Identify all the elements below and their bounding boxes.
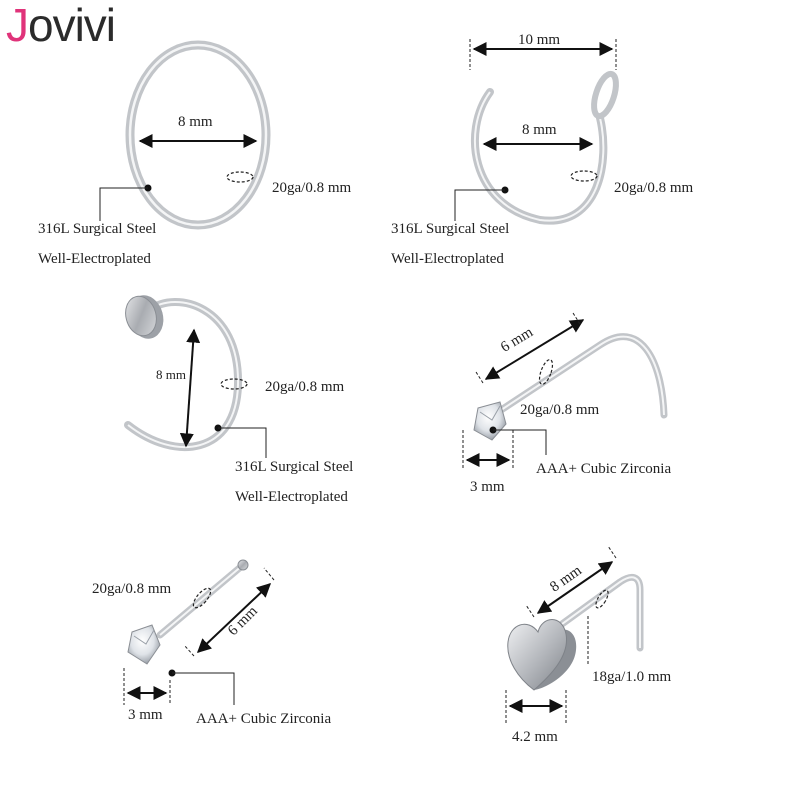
gauge-marker bbox=[220, 378, 248, 390]
c-hoop-disc bbox=[125, 295, 157, 337]
hoop-loop-eye bbox=[591, 70, 619, 120]
nose-bone-stone-label: AAA+ Cubic Zirconia bbox=[196, 711, 332, 727]
c-hoop-item bbox=[124, 295, 267, 458]
heart-l-gauge-label: 18ga/1.0 mm bbox=[592, 669, 672, 685]
stone-leader bbox=[493, 429, 547, 455]
hoop-material-label: 316L Surgical Steel bbox=[38, 221, 157, 237]
hoop-loop-diameter-label: 8 mm bbox=[522, 122, 557, 138]
nose-bone-gauge-label: 20ga/0.8 mm bbox=[92, 581, 172, 597]
hoop-diameter-label: 8 mm bbox=[178, 114, 213, 130]
nose-screw-item bbox=[462, 312, 668, 470]
c-hoop-finish-label: Well-Electroplated bbox=[235, 489, 348, 505]
brand-logo-initial: J bbox=[6, 0, 29, 51]
nose-bone-ball bbox=[237, 559, 249, 571]
nose-screw-stone-size-label: 3 mm bbox=[470, 479, 505, 495]
c-hoop-diameter-arrow bbox=[179, 328, 201, 448]
hoop-loop-item bbox=[454, 39, 619, 225]
c-hoop-material-label: 316L Surgical Steel bbox=[235, 459, 354, 475]
hoop-finish-label: Well-Electroplated bbox=[38, 251, 151, 267]
heart-l-item bbox=[505, 545, 644, 725]
heart-l-length-arrow bbox=[536, 561, 614, 614]
hoop-loop-width-label: 10 mm bbox=[518, 32, 561, 48]
material-leader bbox=[218, 427, 267, 458]
material-leader bbox=[454, 189, 505, 221]
nose-bone-length-arrow bbox=[196, 583, 272, 653]
hoop-ring-item bbox=[99, 40, 271, 230]
nose-bone-gem bbox=[127, 624, 161, 665]
brand-logo-rest: ovivi bbox=[28, 0, 116, 51]
nose-screw-gauge-label: 20ga/0.8 mm bbox=[520, 402, 600, 418]
c-hoop-gauge-label: 20ga/0.8 mm bbox=[265, 379, 345, 395]
nose-bone-stone-size-label: 3 mm bbox=[128, 707, 163, 723]
nose-screw-length-arrow bbox=[484, 319, 585, 380]
stone-leader bbox=[172, 672, 235, 705]
nose-bone-item bbox=[123, 559, 275, 705]
hoop-loop-finish-label: Well-Electroplated bbox=[391, 251, 504, 267]
nose-screw-stone-label: AAA+ Cubic Zirconia bbox=[536, 461, 672, 477]
nose-screw-gem bbox=[473, 401, 507, 441]
gauge-marker bbox=[538, 359, 554, 385]
heart-l-heart bbox=[507, 619, 567, 691]
brand-logo: Jovivi bbox=[6, 0, 116, 51]
hoop-loop-material-label: 316L Surgical Steel bbox=[391, 221, 510, 237]
heart-l-head-size-label: 4.2 mm bbox=[512, 729, 558, 745]
gauge-marker bbox=[226, 171, 254, 183]
hoop-loop-gauge-label: 20ga/0.8 mm bbox=[614, 180, 694, 196]
c-hoop-diameter-label: 8 mm bbox=[156, 367, 186, 382]
hoop-gauge-label: 20ga/0.8 mm bbox=[272, 180, 352, 196]
hoop-loop-ring bbox=[470, 88, 608, 225]
material-leader bbox=[99, 187, 148, 221]
gauge-marker bbox=[570, 170, 598, 182]
